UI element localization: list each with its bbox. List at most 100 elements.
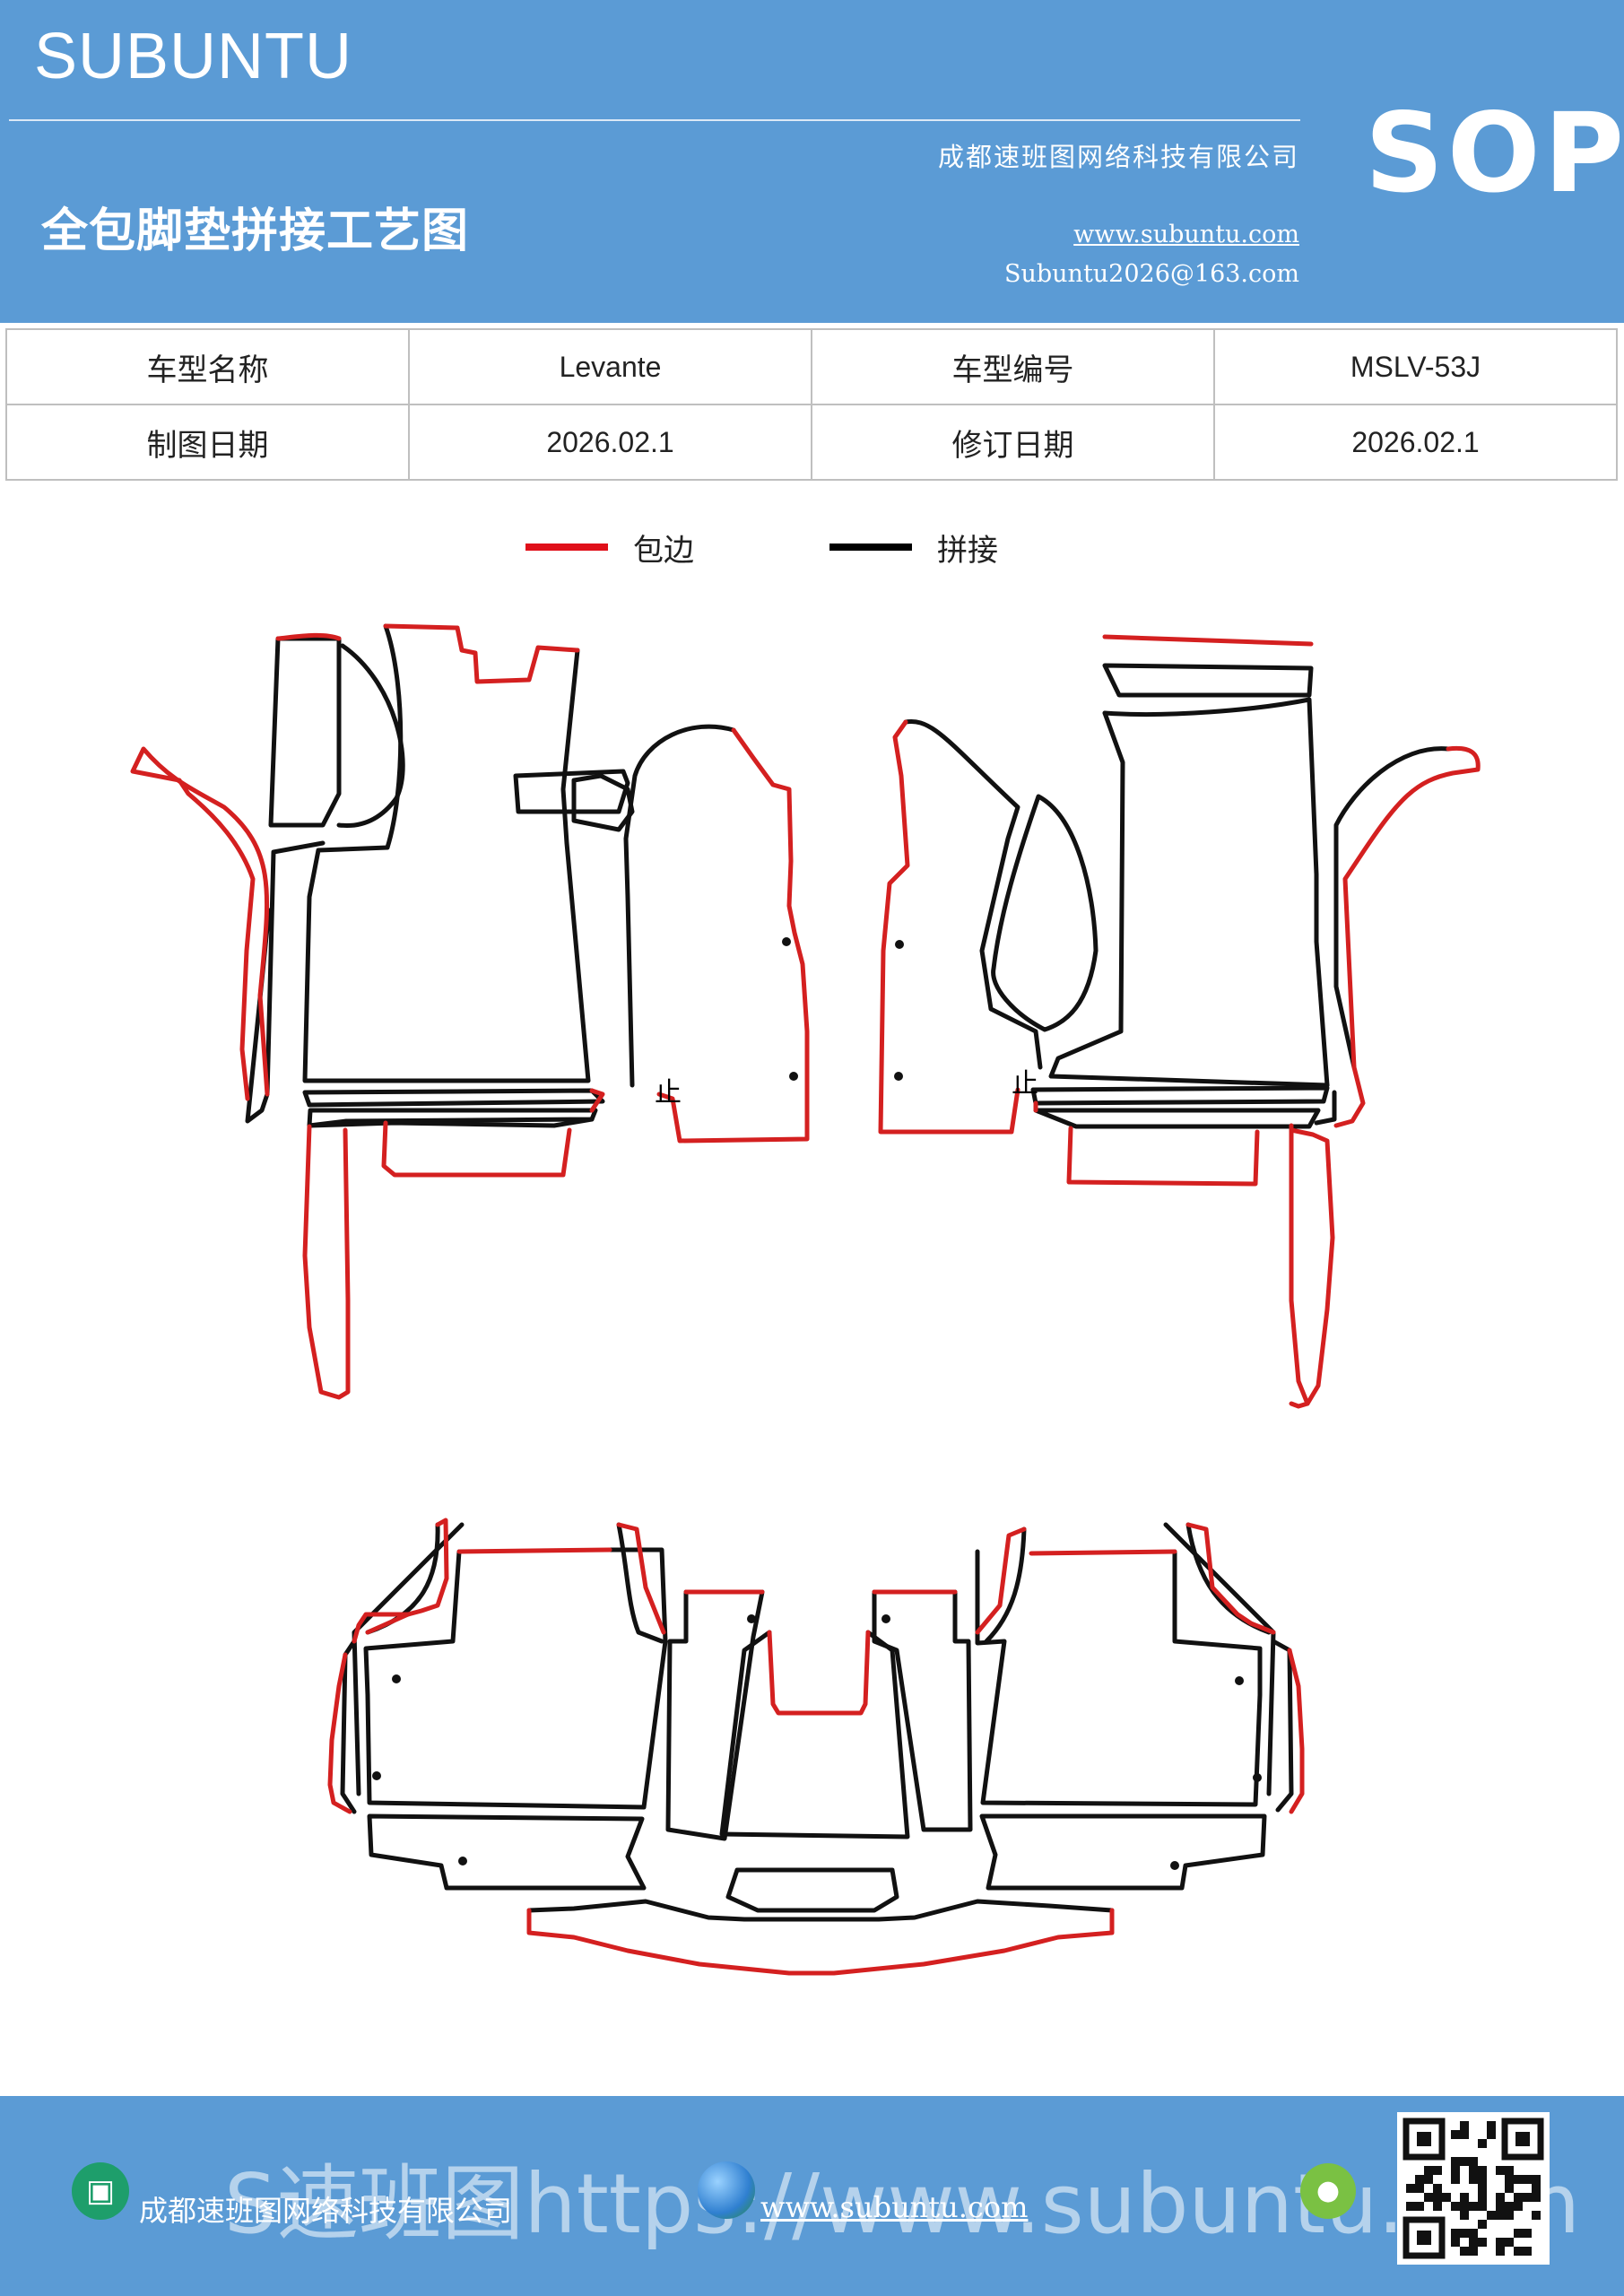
- mat-piece: [513, 769, 630, 814]
- mat-piece: [340, 1639, 357, 1814]
- mat-piece: [1033, 1108, 1321, 1129]
- mat-piece: [984, 1526, 1027, 1644]
- edge-binding-lines: [130, 623, 1481, 1976]
- globe-icon: [698, 2161, 755, 2219]
- snap-dot: [1253, 1773, 1262, 1782]
- mat-piece: [1102, 697, 1330, 1088]
- table-row: 车型名称 Levante 车型编号 MSLV-53J: [5, 328, 1618, 405]
- draw-date-value: 2026.02.1: [408, 404, 812, 481]
- mat-piece: [725, 1867, 899, 1913]
- mat-piece: [979, 1813, 1267, 1891]
- edge-segment: [975, 1526, 1027, 1635]
- edge-segment: [302, 1124, 351, 1400]
- model-code-value: MSLV-53J: [1213, 328, 1618, 405]
- mat-piece: [268, 636, 342, 828]
- legend-item-edge: 包边: [525, 525, 694, 570]
- snap-dot: [747, 1614, 756, 1623]
- model-code-label: 车型编号: [811, 328, 1215, 405]
- mat-piece: [1271, 1639, 1294, 1813]
- footer-website-link[interactable]: www.subuntu.com: [760, 2190, 1029, 2224]
- edge-segment: [130, 746, 270, 1101]
- edge-segment: [1287, 1648, 1305, 1814]
- mat-piece: [307, 1108, 598, 1128]
- edge-segment: [352, 1612, 411, 1644]
- header-website-link[interactable]: www.subuntu.com: [1073, 221, 1299, 248]
- snap-dot: [789, 1072, 798, 1081]
- mat-piece: [302, 1088, 605, 1108]
- snap-dot: [458, 1857, 467, 1866]
- edge-segment: [1029, 1549, 1177, 1556]
- mat-piece: [975, 1549, 1263, 1807]
- edge-segment: [456, 1547, 612, 1554]
- legend-swatch-black: [829, 544, 912, 551]
- legend-label: 拼接: [937, 532, 998, 569]
- edge-segment: [1102, 634, 1314, 647]
- snap-point-marks: [372, 937, 1262, 1870]
- page-title: 全包脚垫拼接工艺图: [41, 204, 470, 258]
- edge-segment: [1289, 1123, 1310, 1409]
- edge-segment: [327, 1652, 352, 1814]
- mat-piece: [616, 1522, 664, 1644]
- legend-item-seam: 拼接: [829, 525, 998, 570]
- header-banner: [0, 0, 1624, 323]
- edge-segment: [381, 1120, 572, 1178]
- mat-piece: [623, 724, 736, 1088]
- mat-piece: [571, 773, 635, 832]
- mat-piece: [526, 1899, 1115, 1922]
- edge-segment: [1185, 1522, 1276, 1635]
- revise-date-label: 修订日期: [811, 404, 1215, 481]
- mat-piece: [307, 1117, 595, 1128]
- header-company-name: 成都速班图网络科技有限公司: [937, 142, 1299, 172]
- header-divider: [9, 119, 1300, 121]
- model-name-value: Levante: [408, 328, 812, 405]
- mat-piece: [363, 1547, 668, 1810]
- snap-dot: [881, 1614, 890, 1623]
- edge-segment: [767, 1630, 871, 1716]
- snap-dot: [1235, 1676, 1244, 1685]
- mat-piece: [1333, 746, 1451, 1070]
- qr-code: [1397, 2112, 1550, 2265]
- edge-segment: [656, 727, 810, 1144]
- edge-segment: [1289, 1127, 1335, 1406]
- brand-logo-text: SUBUNTU: [34, 21, 353, 92]
- mat-piece: [1102, 663, 1314, 698]
- mat-piece: [367, 1813, 647, 1891]
- stop-mark-left: 止: [655, 1077, 682, 1109]
- edge-segment: [589, 1088, 605, 1113]
- edge-segment: [383, 623, 580, 684]
- footer-watermark: S速班图https://www.subuntu.com: [224, 2156, 1581, 2252]
- snap-dot: [894, 1072, 903, 1081]
- building-icon: ▣: [72, 2162, 129, 2220]
- edge-segment: [405, 1518, 449, 1617]
- snap-dot: [782, 937, 791, 946]
- draw-date-label: 制图日期: [5, 404, 410, 481]
- snap-dot: [372, 1771, 381, 1780]
- snap-dot: [895, 940, 904, 949]
- footer-company-name: 成都速班图网络科技有限公司: [139, 2194, 513, 2228]
- snap-dot: [392, 1674, 401, 1683]
- model-name-label: 车型名称: [5, 328, 410, 405]
- edge-segment: [275, 632, 342, 641]
- mat-piece: [1048, 710, 1330, 1088]
- mat-piece: [352, 1522, 465, 1796]
- snap-dot: [1170, 1861, 1179, 1870]
- mat-piece: [1030, 1085, 1330, 1106]
- mat-piece: [302, 623, 591, 1083]
- wechat-icon: ●: [1300, 2163, 1356, 2219]
- mat-piece: [872, 1589, 973, 1832]
- mat-piece: [1314, 1090, 1337, 1126]
- mat-piece: [903, 718, 1043, 1070]
- mat-piece: [245, 840, 326, 1124]
- legend-label: 包边: [633, 532, 694, 569]
- edge-segment: [1333, 745, 1481, 1128]
- header-email: Subuntu2026@163.com: [1004, 260, 1299, 288]
- floor-mat-diagram: 止 止: [130, 623, 1481, 1976]
- revise-date-value: 2026.02.1: [1213, 404, 1618, 481]
- edge-segment: [616, 1522, 666, 1635]
- seam-lines: [245, 623, 1451, 1922]
- stop-mark-right: 止: [1012, 1068, 1038, 1100]
- mat-piece: [665, 1589, 765, 1841]
- edge-segment: [1066, 1126, 1260, 1187]
- edge-segment: [526, 1908, 1115, 1976]
- mat-piece: [336, 643, 405, 828]
